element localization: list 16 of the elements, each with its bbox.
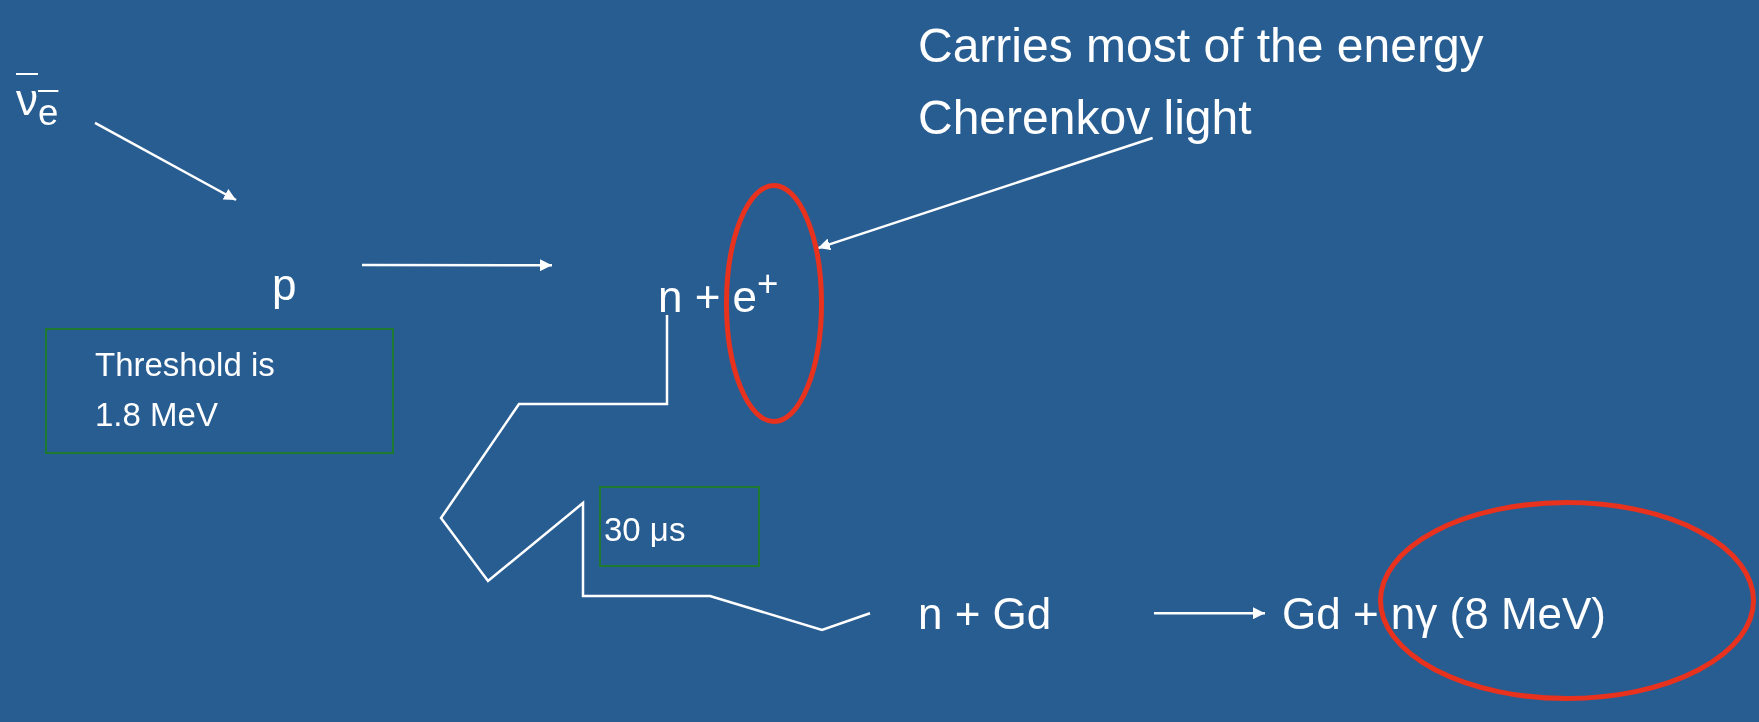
node-label: p xyxy=(272,260,298,310)
arrow xyxy=(362,259,552,272)
arrow xyxy=(817,136,1153,250)
zigzag-line xyxy=(439,315,871,632)
node-label: Cherenkov light xyxy=(918,90,1253,146)
arrow xyxy=(1154,607,1265,620)
note-text: 30 μs xyxy=(604,510,687,550)
particle-symbol: ν$_{e}$ xyxy=(16,75,59,135)
node-label: Carries most of the energy xyxy=(918,18,1485,74)
note-box xyxy=(45,328,394,454)
node-label: n + e$^{+}$ xyxy=(658,262,780,322)
note-box xyxy=(599,486,760,567)
note-text: Threshold is 1.8 MeV xyxy=(95,345,276,435)
node-label: n + Gd xyxy=(918,589,1053,639)
node-label: Gd + nγ (8 MeV) xyxy=(1282,589,1607,639)
arrow xyxy=(94,121,237,202)
